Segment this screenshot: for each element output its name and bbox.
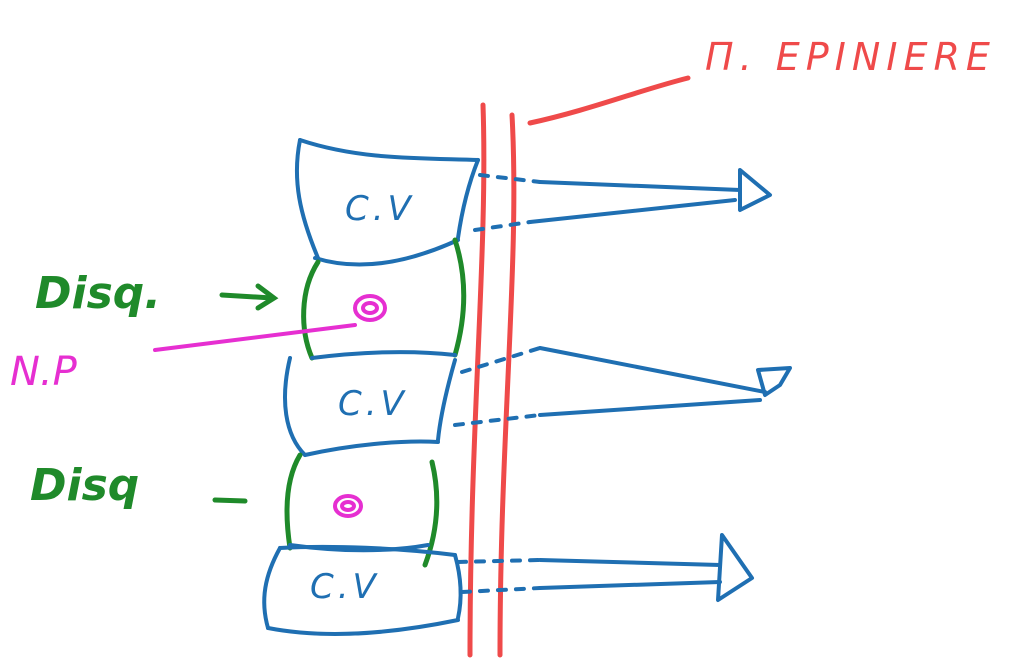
disc-lower-label: Disq [30, 460, 139, 511]
spinal-cord-pointer-line [527, 75, 691, 126]
spinal-cord [467, 102, 517, 658]
nerve-bottom [538, 533, 754, 602]
vertebra-middle-label: C.V [338, 384, 408, 424]
disc-upper [301, 237, 467, 361]
disc-upper-label: Disq. [35, 268, 161, 319]
vertebra-top [294, 138, 480, 267]
nucleus-label: N.P [10, 349, 78, 395]
nerve-top [528, 168, 772, 224]
nucleus-pointer-line [153, 323, 357, 352]
disc-upper-edges [310, 350, 457, 360]
nerve-root-dashes [453, 173, 542, 594]
disc-upper-arrow [219, 283, 279, 311]
vertebra-bottom-label: C.V [310, 567, 380, 607]
spinal-cord-label: Π. EPINIERE [705, 35, 996, 79]
disc-lower-dash [212, 497, 248, 504]
nucleus-upper [353, 294, 387, 322]
nerve-middle [538, 346, 792, 417]
vertebra-middle [283, 356, 457, 457]
nucleus-lower [333, 494, 363, 518]
vertebra-top-label: C.V [345, 189, 415, 229]
spinal-cord-right-line [497, 112, 517, 658]
spinal-cord-left-line [467, 102, 487, 658]
